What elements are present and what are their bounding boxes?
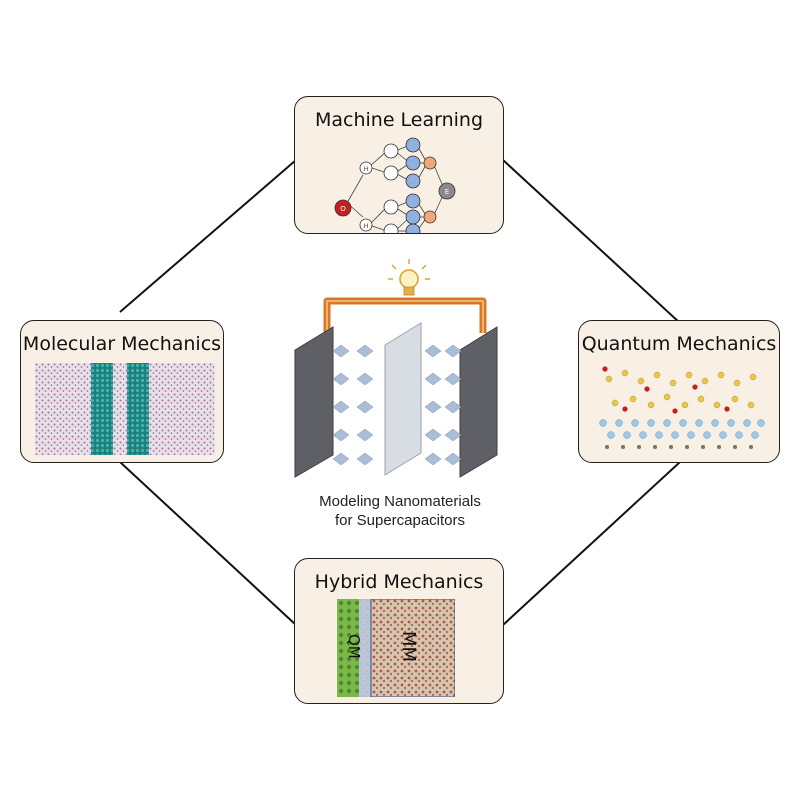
substrate-layer	[599, 419, 765, 439]
separator-membrane	[384, 322, 422, 476]
qm-region	[337, 599, 359, 697]
neural-network-illustration: O H H E	[334, 137, 456, 233]
left-electrode	[294, 326, 334, 478]
hybrid-simulation-image: QM MM	[337, 599, 455, 697]
hydrogen-node-1-label: H	[364, 166, 369, 173]
mm-label: MM	[398, 631, 419, 662]
nanotube-left	[91, 363, 113, 455]
hybrid-mechanics-box: Hybrid Mechanics QM MM	[294, 558, 504, 704]
oxygen-node	[334, 199, 352, 217]
lightbulb-icon	[388, 259, 430, 296]
ions	[332, 344, 462, 466]
hydrogen-node-2	[359, 218, 373, 232]
quantum-structure-image	[599, 366, 765, 449]
machine-learning-title: Machine Learning	[314, 109, 484, 131]
hybrid-mechanics-title: Hybrid Mechanics	[314, 571, 484, 593]
nanotube-right	[127, 363, 149, 455]
qm-label: QM	[345, 634, 363, 659]
adsorbate-layer	[605, 369, 757, 409]
molecular-mechanics-box: Molecular Mechanics	[20, 320, 224, 463]
supercapacitor-illustration	[294, 259, 498, 478]
right-electrode	[459, 326, 498, 478]
energy-node-label: E	[445, 188, 449, 196]
center-caption-line-1: Modeling Nanomaterials	[319, 493, 481, 510]
molecular-simulation-image	[35, 363, 215, 455]
circuit-wire	[323, 297, 487, 333]
molecular-mechanics-title: Molecular Mechanics	[22, 333, 222, 355]
hydrogen-node-1	[359, 161, 373, 175]
machine-learning-box: Machine Learning O H H	[294, 96, 504, 234]
energy-node	[438, 182, 456, 200]
quantum-mechanics-title: Quantum Mechanics	[581, 333, 777, 355]
quantum-mechanics-box: Quantum Mechanics	[578, 320, 780, 463]
center-caption-line-2: for Supercapacitors	[334, 512, 466, 529]
hydrogen-node-2-label: H	[364, 223, 369, 230]
oxygen-node-label: O	[340, 205, 346, 213]
